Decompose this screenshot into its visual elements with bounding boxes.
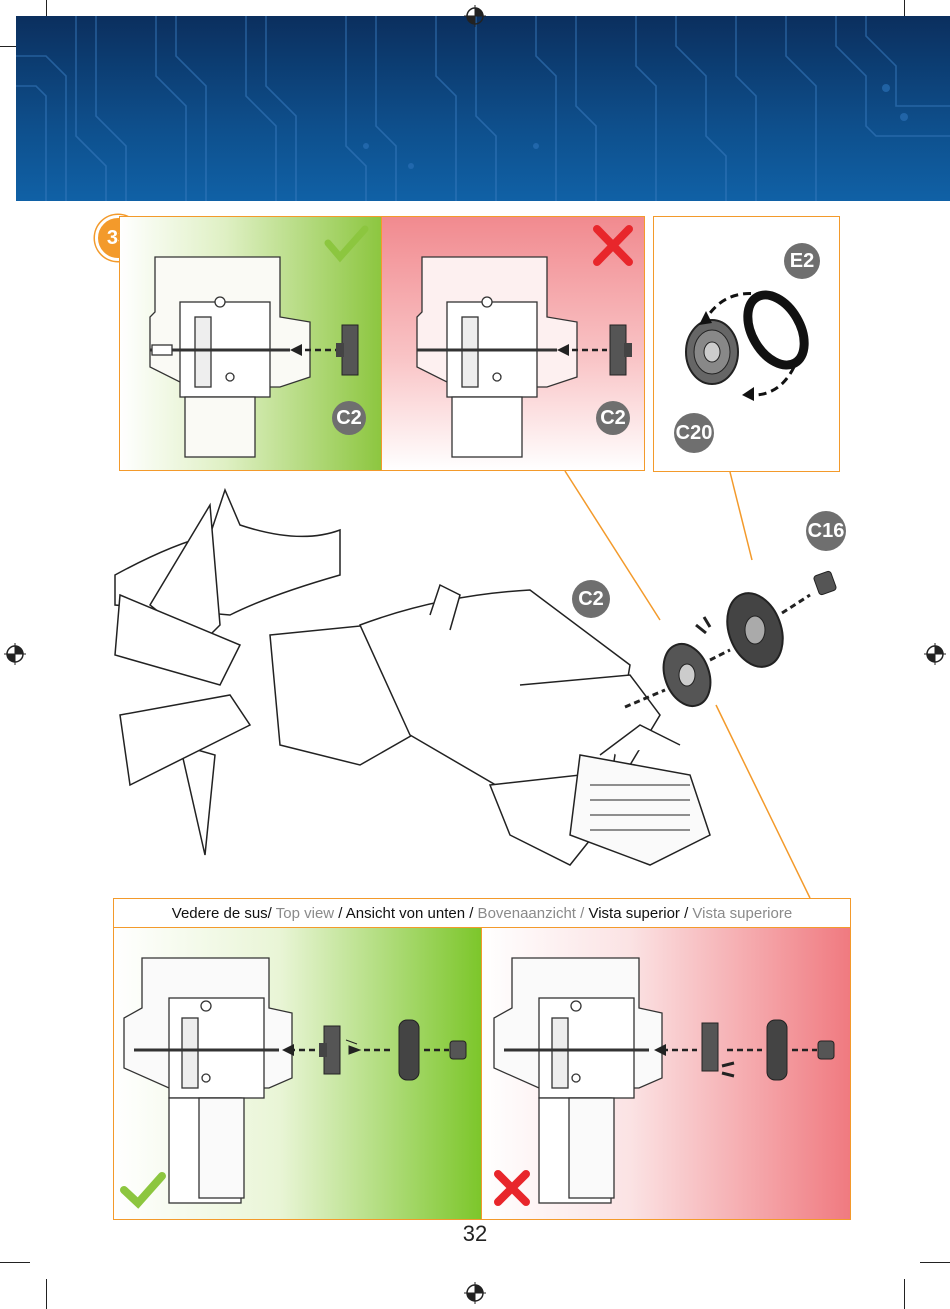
registration-target-icon: [4, 643, 26, 665]
caption-segment: Bovenaanzicht /: [473, 904, 589, 922]
exploded-parts: [624, 570, 837, 709]
check-icon: [120, 1172, 166, 1209]
panel-detail: E2 C20: [653, 216, 840, 472]
part-label-c2: C2: [332, 401, 366, 435]
panel-top-correct: C2: [119, 216, 383, 471]
page-number: 32: [462, 1221, 488, 1246]
motor-top-view-illustration: [149, 225, 369, 458]
caption-segment: / Ansicht von unten /: [338, 904, 474, 922]
caption-segment: Vista superiore: [688, 904, 793, 922]
motor-assembly-illustration: [114, 487, 837, 866]
registration-target-icon: [464, 1282, 486, 1304]
crop-mark: [920, 1262, 950, 1263]
crop-mark: [904, 1279, 905, 1309]
crop-mark: [46, 0, 47, 30]
panel-bottom-wrong: [481, 927, 851, 1220]
motor-top-view-illustration: [493, 957, 835, 1206]
part-label-e2: E2: [784, 243, 820, 279]
crop-mark: [0, 1262, 30, 1263]
crop-mark: [46, 1279, 47, 1309]
registration-target-icon: [464, 5, 486, 27]
crop-mark: [904, 0, 905, 30]
seal-ring-illustration: [685, 290, 809, 401]
part-label-c2: C2: [572, 580, 610, 618]
caption-segment: Vedere de sus/: [171, 904, 272, 922]
part-label-c16: C16: [806, 511, 846, 551]
motor-top-view-illustration: [120, 957, 467, 1209]
circuit-pattern-icon: [16, 16, 950, 201]
cross-icon: [593, 225, 633, 266]
caption-segment: Top view: [271, 904, 339, 922]
part-label-c20: C20: [674, 413, 714, 453]
crop-mark: [0, 46, 30, 47]
view-caption: Vedere de sus/ Top view / Ansicht von un…: [113, 898, 851, 928]
header-banner: [16, 16, 950, 201]
motor-top-view-illustration: [416, 225, 633, 458]
check-icon: [324, 225, 369, 263]
registration-target-icon: [924, 643, 946, 665]
part-label-c2: C2: [596, 401, 630, 435]
panel-top-wrong: C2: [381, 216, 645, 471]
cross-icon: [494, 1170, 530, 1206]
panel-bottom-correct: [113, 927, 483, 1220]
caption-segment: Vista superior /: [588, 904, 689, 922]
